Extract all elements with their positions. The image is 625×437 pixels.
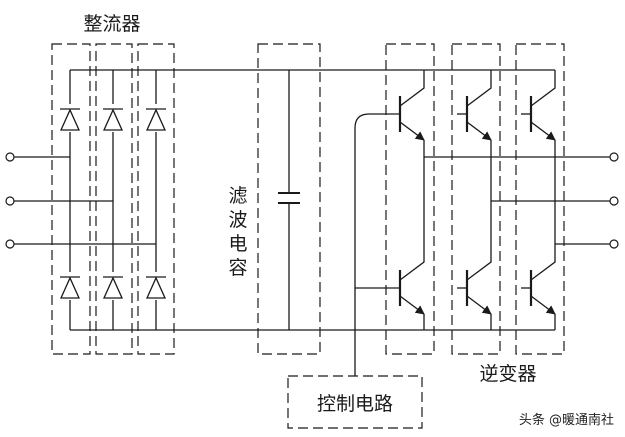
transistor-upper: [398, 70, 425, 250]
filter-cap-char: 容: [228, 257, 247, 279]
rectifier-dashed-boxes: [51, 43, 175, 355]
inverter-label: 逆变器: [479, 363, 536, 385]
diode-upper: [145, 104, 167, 132]
inverter-dashed-boxes: [385, 43, 565, 355]
output-terminal: [609, 196, 619, 206]
capacitor-symbol: [278, 70, 300, 330]
output-terminal: [609, 239, 619, 249]
rectifier-section: 整流器: [5, 13, 175, 355]
ac-output-terminals: [609, 152, 619, 249]
ac-input-terminals: [5, 152, 15, 249]
rectifier-wiring: [14, 70, 157, 330]
control-circuit-label: 控制电路: [317, 393, 393, 415]
transistor-lower: [398, 250, 425, 330]
filter-cap-char: 滤: [228, 185, 247, 207]
filter-capacitor-section: 滤 波 电 容: [228, 43, 321, 355]
watermark: 头条 @暖通南社: [519, 412, 614, 428]
transistor-lower: [465, 250, 492, 330]
diode-lower: [102, 272, 124, 300]
input-terminal: [5, 152, 15, 162]
control-circuit-section: 控制电路: [287, 113, 423, 429]
diode-lower: [145, 272, 167, 300]
control-signal-line: [354, 113, 400, 376]
dc-bus: [70, 69, 555, 331]
filter-cap-char: 波: [228, 209, 247, 231]
gate-leads: [457, 113, 531, 289]
input-terminal: [5, 239, 15, 249]
transistor-lower: [529, 250, 556, 330]
filter-capacitor-label: 滤 波 电 容: [228, 185, 247, 279]
diode-lower: [59, 272, 81, 300]
diode-upper: [102, 104, 124, 132]
rectifier-label: 整流器: [83, 13, 140, 35]
diode-upper: [59, 104, 81, 132]
filter-cap-char: 电: [228, 233, 247, 255]
input-terminal: [5, 196, 15, 206]
output-wiring: [424, 156, 610, 245]
filter-capacitor-dashed-box: [257, 43, 321, 355]
inverter-section: 逆变器: [385, 43, 619, 385]
transistor-upper: [529, 70, 556, 250]
output-terminal: [609, 152, 619, 162]
transistor-upper: [465, 70, 492, 250]
